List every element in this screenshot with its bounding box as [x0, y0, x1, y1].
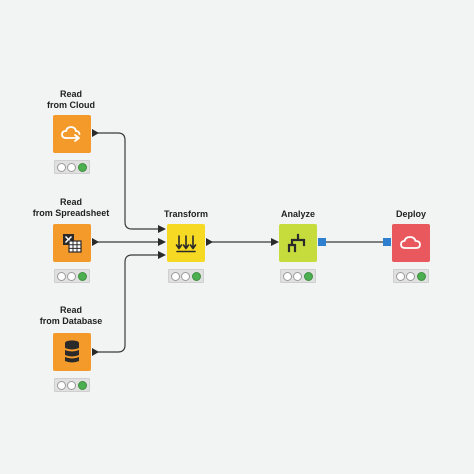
status-light-yellow — [181, 271, 191, 281]
status-light-green — [192, 271, 202, 281]
status-light-red — [170, 271, 180, 281]
cloud-icon — [400, 236, 421, 249]
status-light-red — [56, 162, 66, 172]
node-label-transform: Transform — [163, 209, 208, 219]
status-indicator-deploy — [393, 269, 429, 283]
input-port-analyze[interactable] — [271, 238, 279, 246]
status-light-yellow — [67, 271, 77, 281]
transform-arrows-icon — [175, 235, 197, 253]
node-analyze[interactable] — [279, 224, 317, 262]
analyze-tree-icon — [287, 233, 306, 253]
status-light-yellow — [406, 271, 416, 281]
status-light-green — [417, 271, 427, 281]
status-light-yellow — [67, 380, 77, 390]
node-label-read-database: Read from Database — [39, 305, 103, 326]
spreadsheet-icon — [63, 234, 82, 253]
node-label-analyze: Analyze — [280, 209, 315, 219]
node-transform[interactable] — [167, 224, 205, 262]
status-indicator-read-spreadsheet — [54, 269, 90, 283]
status-light-yellow — [67, 162, 77, 172]
status-light-red — [56, 380, 66, 390]
input-port-transform-3[interactable] — [158, 251, 166, 259]
node-read-cloud[interactable] — [53, 115, 91, 153]
status-light-red — [56, 271, 66, 281]
status-light-green — [78, 380, 88, 390]
node-read-database[interactable] — [53, 333, 91, 371]
status-light-green — [78, 271, 88, 281]
status-indicator-analyze — [280, 269, 316, 283]
output-port-read-database[interactable] — [92, 348, 99, 356]
node-read-spreadsheet[interactable] — [53, 224, 91, 262]
input-port-deploy[interactable] — [383, 238, 391, 246]
database-icon — [65, 340, 79, 363]
connection-database-to-transform — [96, 254, 158, 353]
node-label-read-spreadsheet: Read from Spreadsheet — [32, 197, 110, 218]
node-deploy[interactable] — [392, 224, 430, 262]
input-port-transform-2[interactable] — [158, 238, 166, 246]
node-label-deploy: Deploy — [395, 209, 426, 219]
output-port-read-cloud[interactable] — [92, 129, 99, 137]
cloud-arrow-icon — [61, 126, 81, 142]
output-port-read-spreadsheet[interactable] — [92, 238, 99, 246]
output-port-analyze[interactable] — [318, 238, 326, 246]
status-light-red — [282, 271, 292, 281]
status-light-green — [78, 162, 88, 172]
node-label-read-cloud: Read from Cloud — [47, 89, 95, 110]
status-indicator-transform — [168, 269, 204, 283]
status-light-yellow — [293, 271, 303, 281]
input-port-transform-1[interactable] — [158, 225, 166, 233]
output-port-transform[interactable] — [206, 238, 213, 246]
connection-cloud-to-transform — [96, 132, 158, 230]
status-light-red — [395, 271, 405, 281]
status-indicator-read-database — [54, 378, 90, 392]
status-indicator-read-cloud — [54, 160, 90, 174]
status-light-green — [304, 271, 314, 281]
